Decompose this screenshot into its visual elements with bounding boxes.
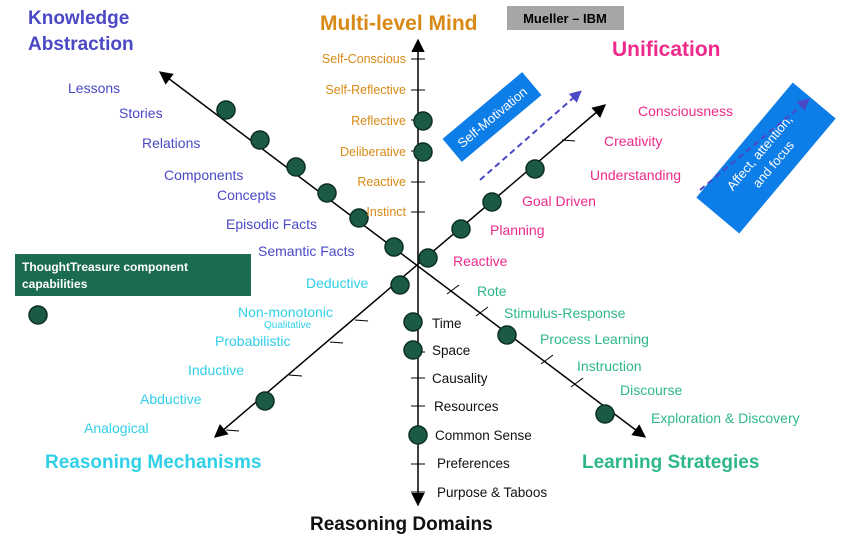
- credit-box: [507, 6, 624, 30]
- legend-node: [28, 305, 48, 325]
- diagonal-axis-reasoning-unification: [213, 104, 607, 438]
- node: [408, 425, 428, 445]
- legend-line1: ThoughtTreasure component: [22, 260, 188, 274]
- unification-label: Reactive: [453, 253, 508, 269]
- title-knowledge-abstraction-2: Abstraction: [28, 34, 134, 55]
- title-reasoning-domains: Reasoning Domains: [310, 514, 493, 535]
- node: [413, 142, 433, 162]
- self-motivation-arrow: [479, 90, 582, 181]
- title-unification: Unification: [612, 38, 721, 61]
- node: [317, 183, 337, 203]
- node: [497, 325, 517, 345]
- node: [403, 312, 423, 332]
- knowledge-label: Stories: [119, 105, 163, 121]
- affect-arrow: [699, 98, 810, 191]
- learning-label: Stimulus-Response: [504, 305, 626, 321]
- domain-label: Purpose & Taboos: [437, 485, 547, 500]
- mind-level-label: Reactive: [357, 175, 406, 189]
- node: [595, 404, 615, 424]
- legend-box: [15, 254, 251, 296]
- node: [451, 219, 471, 239]
- knowledge-label: Episodic Facts: [226, 216, 317, 232]
- unification-labels: Consciousness Creativity Understanding G…: [453, 103, 733, 269]
- reasoning-label: Abductive: [140, 391, 202, 407]
- title-learning-strategies: Learning Strategies: [582, 452, 759, 473]
- domain-label: Preferences: [437, 456, 510, 471]
- svg-text:Self-Motivation: Self-Motivation: [455, 84, 531, 151]
- node: [384, 237, 404, 257]
- node: [349, 208, 369, 228]
- node: [250, 130, 270, 150]
- node: [255, 391, 275, 411]
- mind-level-label: Instinct: [366, 205, 406, 219]
- node: [482, 192, 502, 212]
- node: [390, 275, 410, 295]
- reasoning-label: Non-monotonic: [238, 304, 333, 320]
- mind-level-label: Reflective: [351, 114, 406, 128]
- knowledge-label: Concepts: [217, 187, 276, 203]
- reasoning-mechanism-labels: Deductive Non-monotonic Qualitative Prob…: [84, 275, 368, 436]
- credit-label: Mueller – IBM: [523, 11, 607, 26]
- unification-label: Goal Driven: [522, 193, 596, 209]
- node: [286, 157, 306, 177]
- diagonal-axis-ticks: [225, 139, 584, 432]
- node: [216, 100, 236, 120]
- node: [403, 340, 423, 360]
- legend-line2: capabilities: [22, 277, 88, 291]
- title-knowledge-abstraction-1: Knowledge: [28, 8, 129, 29]
- reasoning-label: Inductive: [188, 362, 244, 378]
- unification-label: Creativity: [604, 133, 662, 149]
- mind-level-labels: Self-Conscious Self-Reflective Reflectiv…: [322, 52, 407, 219]
- mind-level-label: Self-Reflective: [325, 83, 406, 97]
- reasoning-label: Analogical: [84, 420, 149, 436]
- knowledge-label: Components: [164, 167, 243, 183]
- learning-label: Instruction: [577, 358, 642, 374]
- title-reasoning-mechanisms: Reasoning Mechanisms: [45, 452, 261, 473]
- mind-level-label: Self-Conscious: [322, 52, 406, 66]
- node: [413, 111, 433, 131]
- learning-label: Exploration & Discovery: [651, 410, 800, 426]
- domain-label: Causality: [432, 371, 488, 386]
- knowledge-labels: Lessons Stories Relations Components Con…: [68, 80, 354, 259]
- reasoning-label: Probabilistic: [215, 333, 290, 349]
- node: [525, 159, 545, 179]
- reasoning-domain-labels: Time Space Causality Resources Common Se…: [432, 316, 547, 500]
- learning-label: Rote: [477, 283, 507, 299]
- knowledge-label: Semantic Facts: [258, 243, 354, 259]
- capability-nodes: [28, 100, 615, 445]
- unification-label: Understanding: [590, 167, 681, 183]
- unification-label: Consciousness: [638, 103, 733, 119]
- mind-level-label: Deliberative: [340, 145, 406, 159]
- knowledge-label: Relations: [142, 135, 200, 151]
- self-motivation-banner: Self-Motivation: [442, 72, 542, 162]
- domain-label: Resources: [434, 399, 499, 414]
- domain-label: Space: [432, 343, 470, 358]
- learning-strategy-labels: Rote Stimulus-Response Process Learning …: [477, 283, 800, 426]
- reasoning-label: Qualitative: [264, 320, 312, 331]
- learning-label: Process Learning: [540, 331, 649, 347]
- title-multi-level-mind: Multi-level Mind: [320, 12, 478, 35]
- node: [418, 248, 438, 268]
- domain-label: Time: [432, 316, 462, 331]
- knowledge-label: Lessons: [68, 80, 120, 96]
- domain-label: Common Sense: [435, 428, 532, 443]
- reasoning-label: Deductive: [306, 275, 368, 291]
- unification-label: Planning: [490, 222, 545, 238]
- learning-label: Discourse: [620, 382, 682, 398]
